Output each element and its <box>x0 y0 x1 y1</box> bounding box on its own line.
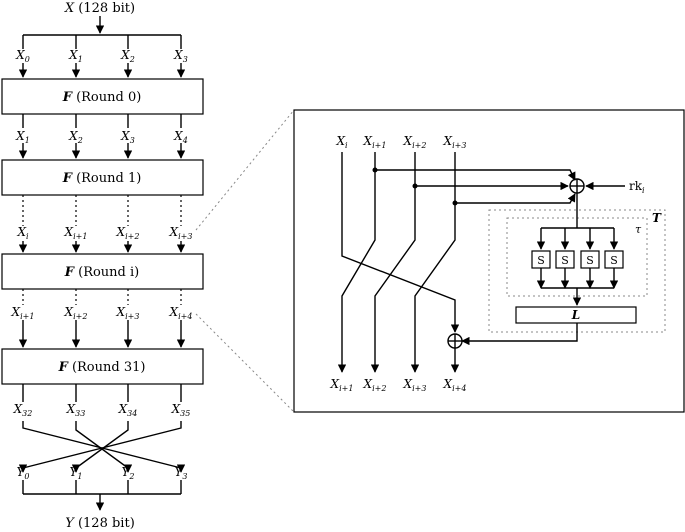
round1-input-1: X2 <box>68 129 83 145</box>
detail-input-1: Xi+1 <box>363 134 387 150</box>
round-box-1: F (Round 1) <box>1 159 204 196</box>
detail-output-2: Xi+3 <box>403 377 427 393</box>
round0-input-3: X3 <box>173 48 188 64</box>
round-box-i: F (Round i) <box>1 253 204 290</box>
round0-input-0: X0 <box>15 48 30 64</box>
round1-input-0: X1 <box>15 129 30 145</box>
round31-input-1: Xi+2 <box>64 305 88 321</box>
sbox-label-2: S <box>586 254 594 267</box>
final-word-0: X32 <box>13 402 33 418</box>
round31-input-3: Xi+4 <box>169 305 193 321</box>
output-label: Y (128 bit) <box>65 516 135 531</box>
round0-input-1: X1 <box>68 48 83 64</box>
left-feistel-chain: X (128 bit) F (Round 0) F (Round 1) F (R… <box>1 1 204 531</box>
round1-input-2: X3 <box>120 129 135 145</box>
output-swap <box>18 421 186 473</box>
roundi-input-2: Xi+2 <box>116 225 140 241</box>
zoom-connector-bottom <box>195 313 295 413</box>
zoom-connector-top <box>195 109 295 231</box>
round31-input-2: Xi+3 <box>116 305 140 321</box>
round-box-0: F (Round 0) <box>1 78 204 115</box>
round1-input-3: X4 <box>173 129 188 145</box>
roundi-input-0: Xi <box>16 225 29 241</box>
l-label: L <box>571 308 580 322</box>
round-box-31: F (Round 31) <box>1 348 204 385</box>
detail-input-0: Xi <box>335 134 348 150</box>
sbox-label-0: S <box>537 254 545 267</box>
roundi-input-3: Xi+3 <box>169 225 193 241</box>
detail-output-1: Xi+2 <box>363 377 387 393</box>
tau-label: τ <box>635 223 642 236</box>
input-label: X (128 bit) <box>64 1 135 16</box>
svg-text:F (Round 31): F (Round 31) <box>58 360 146 375</box>
l-transform-box <box>515 306 637 324</box>
detail-output-3: Xi+4 <box>443 377 467 393</box>
svg-text:F (Round 0): F (Round 0) <box>62 90 142 105</box>
round0-input-2: X2 <box>120 48 135 64</box>
detail-output-0: Xi+1 <box>330 377 354 393</box>
detail-input-3: Xi+3 <box>443 134 467 150</box>
sbox-label-3: S <box>610 254 618 267</box>
svg-text:F (Round i): F (Round i) <box>64 265 140 280</box>
round31-input-0: Xi+1 <box>11 305 35 321</box>
final-word-1: X33 <box>66 402 86 418</box>
final-word-3: X35 <box>171 402 191 418</box>
round-key-label: rki <box>629 179 645 195</box>
svg-text:F (Round 1): F (Round 1) <box>62 171 142 186</box>
t-label: T <box>652 211 662 225</box>
roundi-input-1: Xi+1 <box>64 225 88 241</box>
detail-input-2: Xi+2 <box>403 134 427 150</box>
sbox-label-1: S <box>561 254 569 267</box>
final-word-2: X34 <box>118 402 138 418</box>
